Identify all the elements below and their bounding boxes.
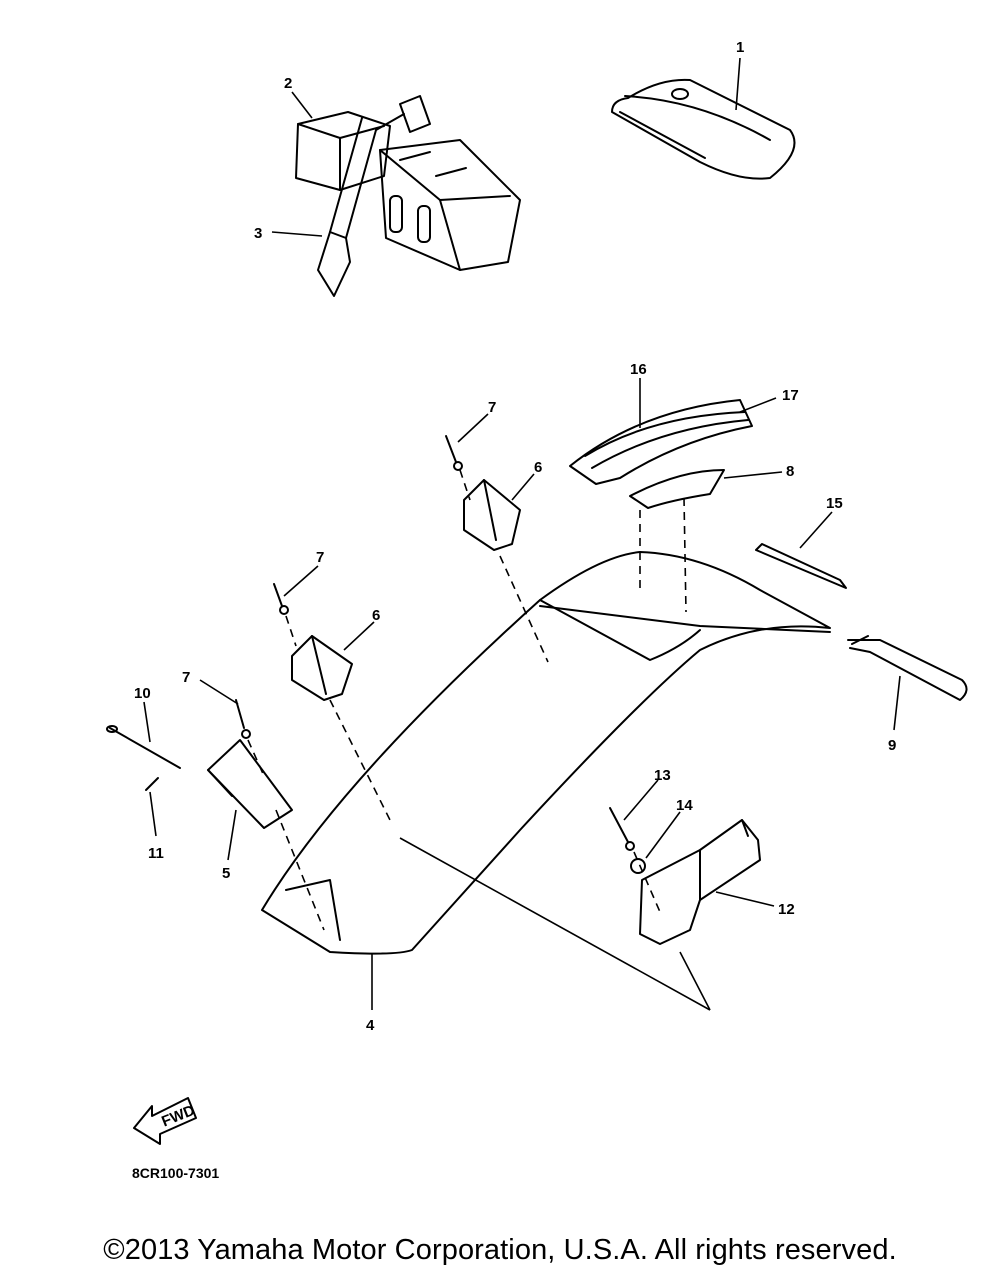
part-14-washer: [630, 858, 646, 874]
part-3-strap: [317, 95, 431, 297]
leader-lines: [143, 57, 901, 1011]
part-6-clip-lower: [291, 635, 353, 701]
copyright-notice: ©2013 Yamaha Motor Corporation, U.S.A. A…: [103, 1234, 897, 1266]
callout-7-lower: 7: [182, 669, 190, 686]
fwd-arrow-icon: FWD: [133, 1097, 197, 1145]
callout-6-lower: 6: [372, 607, 380, 624]
callout-11: 11: [148, 845, 164, 862]
part-5-bracket: [207, 739, 293, 829]
part-8-pad: [629, 469, 725, 509]
part-2-bag: [295, 111, 521, 271]
callout-10: 10: [134, 685, 151, 702]
callout-15: 15: [826, 495, 843, 512]
part-16-17-pad: [569, 399, 753, 485]
callout-17: 17: [782, 387, 799, 404]
callout-labels: 1 2 3 16 17 7 6 8 15 7 6 7 10 9 13 14 11…: [134, 39, 896, 1034]
callout-5: 5: [222, 865, 230, 882]
callout-3: 3: [254, 225, 262, 242]
part-7-screw-middle: [273, 583, 289, 615]
callout-13: 13: [654, 767, 671, 784]
part-13-screw: [609, 807, 635, 851]
callout-16: 16: [630, 361, 647, 378]
part-6-clip-upper: [463, 479, 521, 551]
callout-1: 1: [736, 39, 744, 56]
part-12-bracket: [639, 819, 761, 945]
part-15-rod: [755, 543, 847, 589]
callout-4: 4: [366, 1017, 375, 1034]
part-4-fender: [261, 551, 831, 955]
callout-7-middle: 7: [316, 549, 324, 566]
part-1-tool-pouch: [611, 78, 796, 180]
assembly-lines: [247, 469, 687, 931]
part-9-wire: [847, 635, 968, 701]
part-11-pin: [145, 777, 159, 791]
part-7-screw-lower: [235, 699, 251, 739]
callout-12: 12: [778, 901, 795, 918]
callout-9: 9: [888, 737, 896, 754]
diagram-code: 8CR100-7301: [132, 1165, 219, 1181]
part-7-screw-upper: [445, 435, 463, 471]
callout-8: 8: [786, 463, 794, 480]
callout-7-upper: 7: [488, 399, 496, 416]
part-10-bolt: [106, 725, 181, 769]
callout-14: 14: [676, 797, 693, 814]
callout-2: 2: [284, 75, 292, 92]
callout-6-upper: 6: [534, 459, 542, 476]
